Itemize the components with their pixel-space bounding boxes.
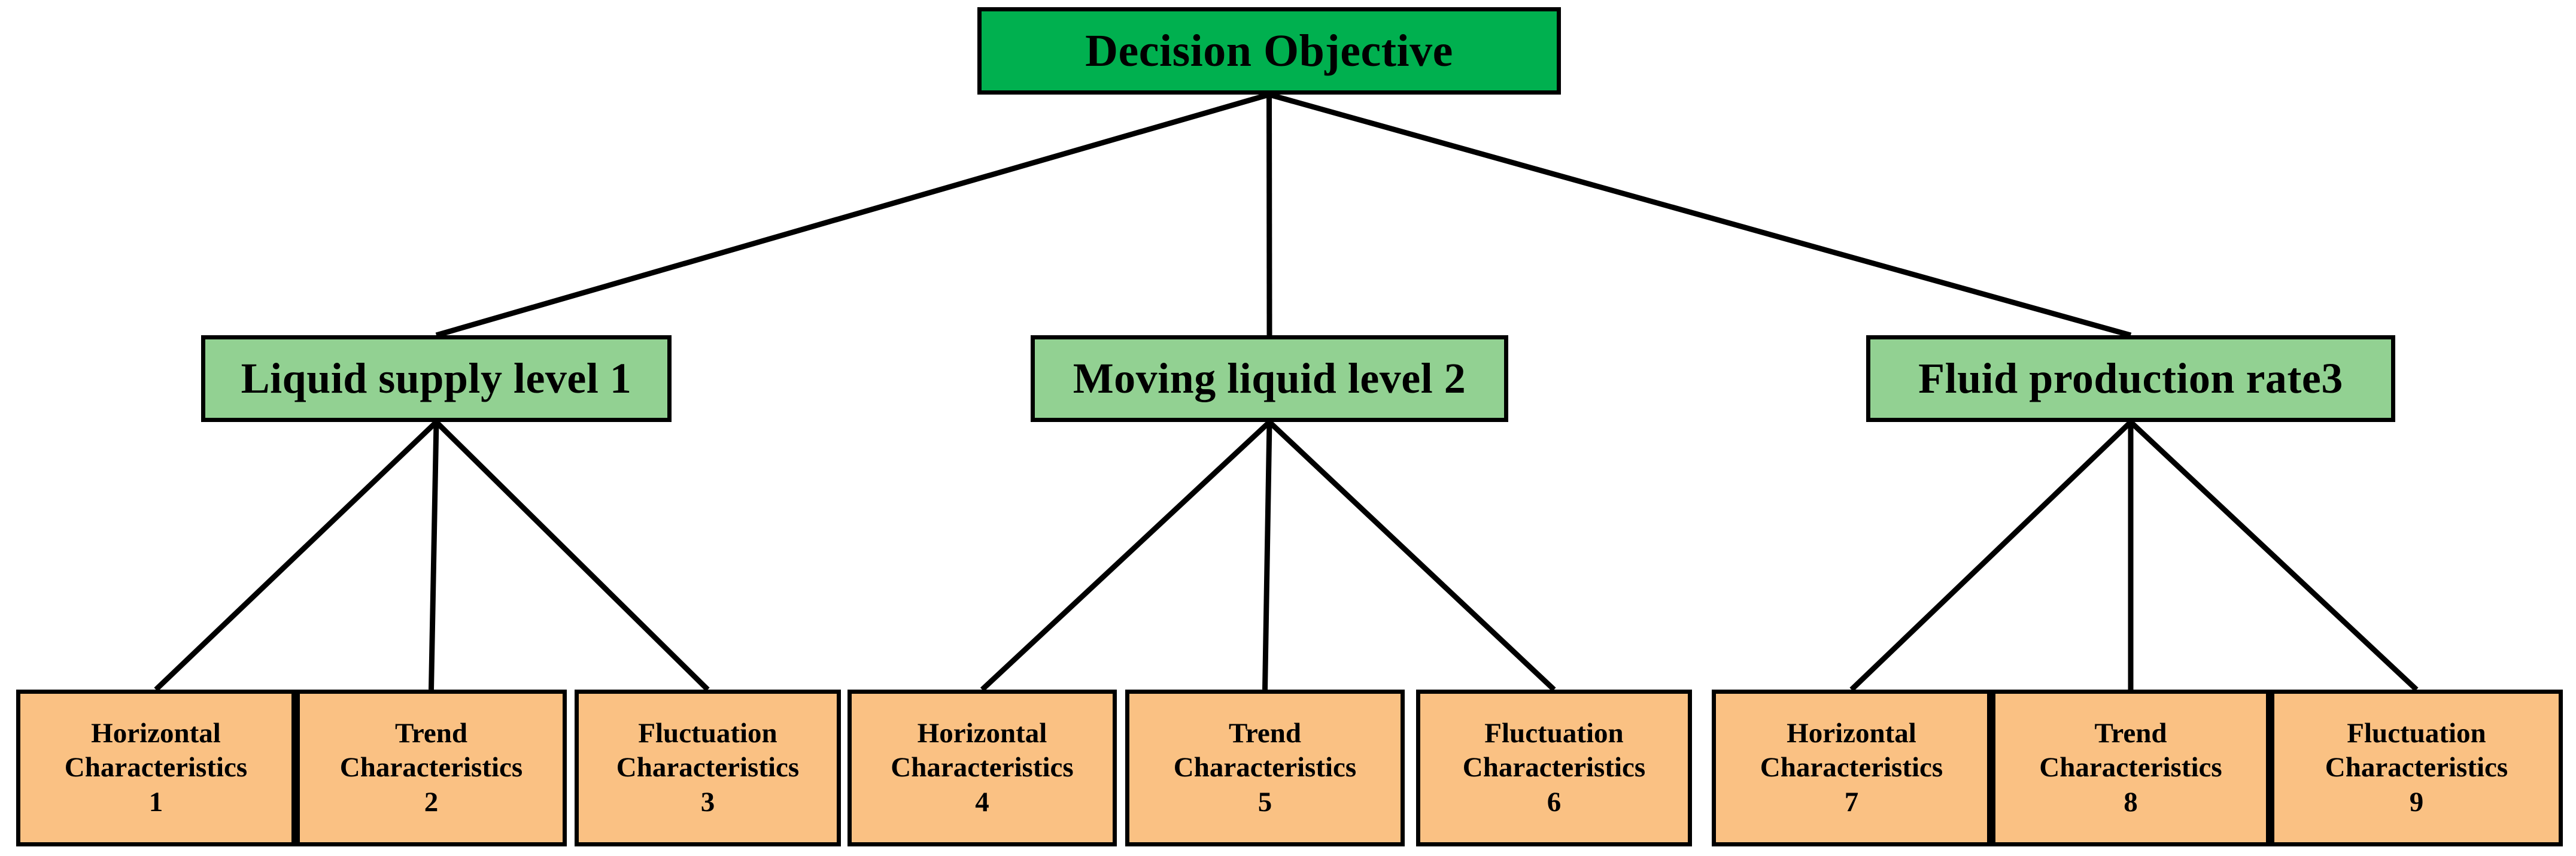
node-subcriterion-9-line3: 9 (2409, 786, 2424, 818)
node-criterion-3-label: Fluid production rate3 (1918, 354, 2343, 402)
node-criterion-2-label: Moving liquid level 2 (1073, 354, 1466, 402)
node-subcriterion-6[interactable]: Fluctuation Characteristics 6 (1416, 690, 1692, 846)
node-decision-objective[interactable]: Decision Objective (977, 7, 1561, 95)
node-criterion-fluid-production-rate3[interactable]: Fluid production rate3 (1866, 335, 2395, 422)
node-subcriterion-2-line3: 2 (424, 786, 439, 818)
node-subcriterion-9[interactable]: Fluctuation Characteristics 9 (2270, 690, 2563, 846)
node-criterion-1-label: Liquid supply level 1 (241, 354, 632, 402)
node-decision-objective-label: Decision Objective (1085, 25, 1453, 76)
node-subcriterion-6-line3: 6 (1547, 786, 1562, 818)
node-subcriterion-5-line1: Trend (1228, 718, 1301, 749)
node-subcriterion-5[interactable]: Trend Characteristics 5 (1125, 690, 1405, 846)
node-subcriterion-4[interactable]: Horizontal Characteristics 4 (847, 690, 1117, 846)
node-criterion-moving-liquid-level-2[interactable]: Moving liquid level 2 (1031, 335, 1508, 422)
node-subcriterion-8-line2: Characteristics (2039, 752, 2222, 784)
node-subcriterion-3[interactable]: Fluctuation Characteristics 3 (575, 690, 841, 846)
node-subcriterion-7-line1: Horizontal (1787, 718, 1916, 749)
node-subcriterion-3-line1: Fluctuation (638, 718, 777, 749)
node-subcriterion-7-line2: Characteristics (1760, 752, 1943, 784)
node-subcriterion-8-text: Trend Characteristics 8 (1999, 717, 2262, 819)
node-subcriterion-8-line3: 8 (2124, 786, 2138, 818)
node-subcriterion-4-line3: 4 (975, 786, 989, 818)
node-subcriterion-6-line2: Characteristics (1462, 752, 1646, 784)
node-subcriterion-7-line3: 7 (1844, 786, 1859, 818)
node-subcriterion-2[interactable]: Trend Characteristics 2 (296, 690, 567, 846)
node-subcriterion-5-line2: Characteristics (1173, 752, 1357, 784)
node-subcriterion-5-text: Trend Characteristics 5 (1133, 717, 1397, 819)
node-subcriterion-4-line1: Horizontal (917, 718, 1047, 749)
node-subcriterion-1-text: Horizontal Characteristics 1 (24, 717, 288, 819)
node-subcriterion-6-text: Fluctuation Characteristics 6 (1424, 717, 1684, 819)
node-subcriterion-2-text: Trend Characteristics 2 (303, 717, 559, 819)
node-subcriterion-9-line1: Fluctuation (2347, 718, 2486, 749)
node-subcriterion-4-text: Horizontal Characteristics 4 (855, 717, 1109, 819)
node-subcriterion-3-line2: Characteristics (616, 752, 800, 784)
node-subcriterion-6-line1: Fluctuation (1484, 718, 1624, 749)
node-subcriterion-5-line3: 5 (1257, 786, 1272, 818)
node-subcriterion-3-line3: 3 (700, 786, 715, 818)
node-subcriterion-2-line1: Trend (394, 718, 467, 749)
node-subcriterion-8[interactable]: Trend Characteristics 8 (1991, 690, 2270, 846)
node-subcriterion-1-line3: 1 (148, 786, 163, 818)
node-subcriterion-3-text: Fluctuation Characteristics 3 (582, 717, 833, 819)
node-subcriterion-8-line1: Trend (2094, 718, 2167, 749)
node-subcriterion-7[interactable]: Horizontal Characteristics 7 (1712, 690, 1991, 846)
node-subcriterion-4-line2: Characteristics (891, 752, 1074, 784)
node-subcriterion-1-line2: Characteristics (64, 752, 248, 784)
node-subcriterion-2-line2: Characteristics (339, 752, 523, 784)
node-subcriterion-9-text: Fluctuation Characteristics 9 (2278, 717, 2555, 819)
node-subcriterion-7-text: Horizontal Characteristics 7 (1720, 717, 1983, 819)
node-subcriterion-1-line1: Horizontal (91, 718, 221, 749)
node-criterion-liquid-supply-level-1[interactable]: Liquid supply level 1 (201, 335, 672, 422)
node-subcriterion-1[interactable]: Horizontal Characteristics 1 (16, 690, 296, 846)
node-subcriterion-9-line2: Characteristics (2325, 752, 2508, 784)
